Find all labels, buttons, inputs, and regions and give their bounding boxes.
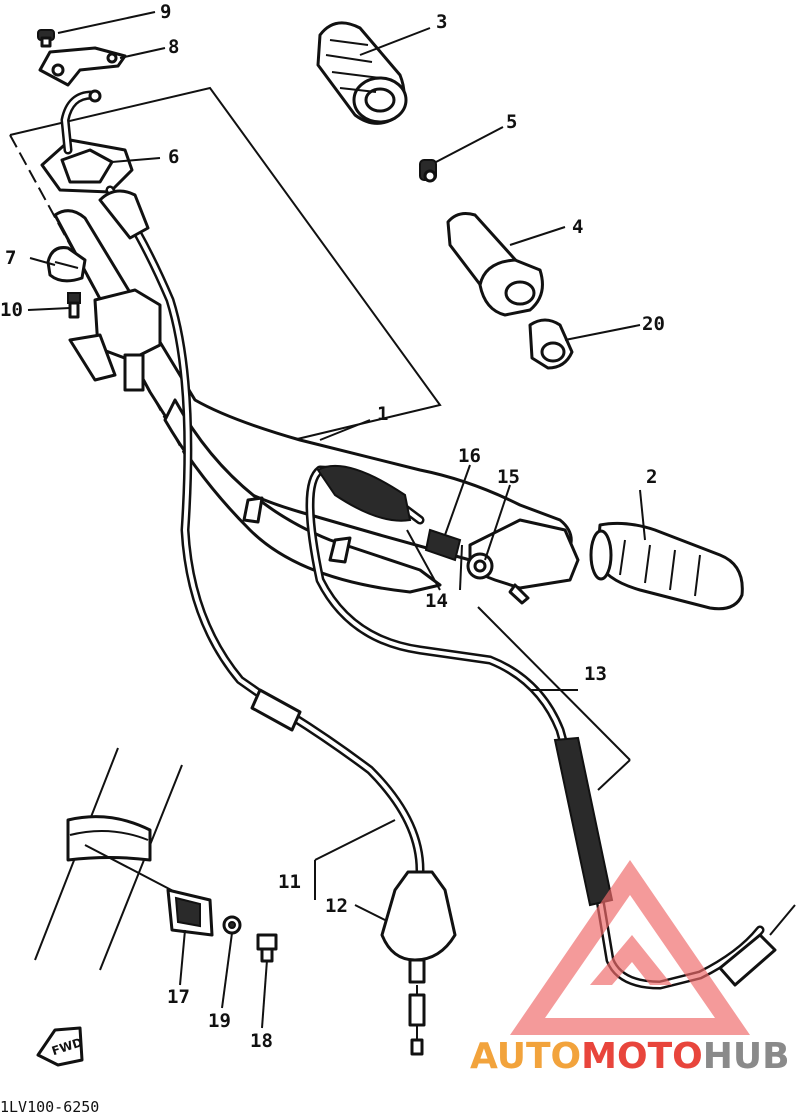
watermark-triangle-icon: [510, 860, 750, 1035]
clutch-cable: [305, 464, 796, 990]
throttle-housing: [40, 138, 134, 194]
throttle-cover: [38, 46, 127, 87]
callout-15: 15: [497, 466, 520, 488]
callout-7: 7: [5, 247, 16, 269]
locknut-15: [466, 552, 494, 580]
callouts: 9 8 3 5 6 4 7 10 20 1 16 2 15 14 13 11 1…: [0, 1, 665, 1052]
screw-9: [37, 29, 55, 48]
bolt-18: [256, 933, 278, 963]
callout-19: 19: [208, 1010, 231, 1032]
watermark-auto: AUTO: [470, 1036, 581, 1077]
carb-cap: [380, 870, 457, 1056]
washer-19: [222, 915, 242, 935]
adjuster-16: [424, 528, 462, 562]
switch-assembly: [68, 288, 162, 392]
drawing-code: 1LV100-6250: [0, 1098, 99, 1116]
watermark-logo: [510, 860, 750, 1035]
lever-holder-7: [46, 246, 87, 283]
fwd-arrow-icon: FWD: [36, 1026, 84, 1067]
watermark-text: AUTOMOTOHUB: [470, 1036, 790, 1077]
frame-tube: [34, 747, 201, 971]
callout-12: 12: [325, 895, 348, 917]
callout-2: 2: [646, 466, 657, 488]
callout-3: 3: [436, 11, 447, 33]
callout-10: 10: [0, 299, 23, 321]
callout-16: 16: [458, 445, 481, 467]
callout-8: 8: [168, 36, 179, 58]
callout-18: 18: [250, 1030, 273, 1052]
callout-9: 9: [160, 1, 171, 23]
callout-13: 13: [584, 663, 607, 685]
callout-5: 5: [506, 111, 517, 133]
callout-17: 17: [167, 986, 190, 1008]
throttle-cable: [98, 185, 425, 875]
handlebar: [53, 209, 573, 594]
screw-10: [67, 292, 81, 319]
throttle-tube: [446, 212, 544, 317]
callout-4: 4: [572, 216, 583, 238]
watermark-hub: HUB: [703, 1036, 790, 1077]
callout-14: 14: [425, 590, 448, 612]
nut-5: [419, 159, 437, 183]
bracket-17: [166, 888, 214, 937]
callout-11: 11: [278, 871, 301, 893]
callout-20: 20: [642, 313, 665, 335]
watermark-moto: MOTO: [581, 1036, 703, 1077]
cable-elbow: [60, 89, 102, 155]
collar-20: [528, 318, 574, 370]
leader-lines: [27, 11, 646, 1029]
callout-1: 1: [377, 403, 388, 425]
left-grip: [316, 21, 408, 125]
right-grip: [589, 521, 744, 611]
callout-6: 6: [168, 146, 179, 168]
